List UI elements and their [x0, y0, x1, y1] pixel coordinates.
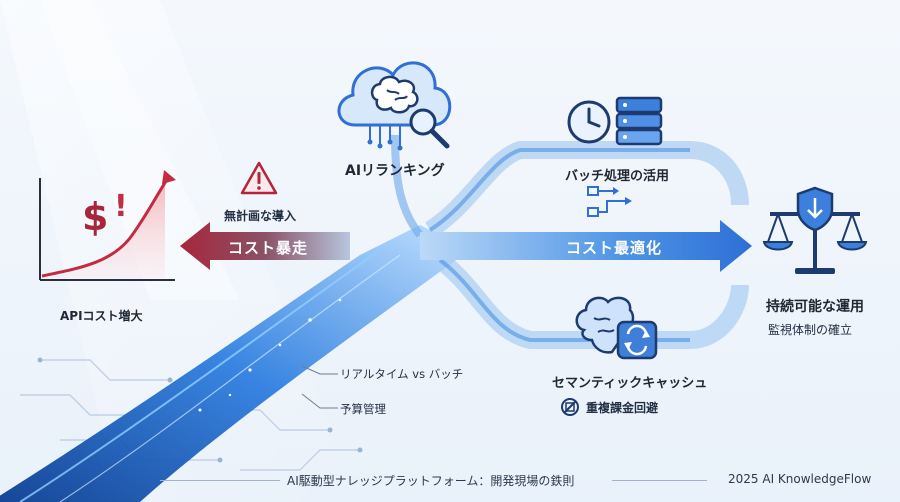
cost-increase-chart-icon: $ ! [39, 170, 176, 281]
dedup-label: 重複課金回避 [586, 401, 659, 415]
warning-label: 無計画な導入 [224, 209, 297, 223]
cost-optimization-label: コスト最適化 [566, 239, 663, 257]
footer-rule-right [612, 480, 707, 481]
api-cost-label: APIコスト増大 [60, 309, 143, 323]
balance-scale-shield-icon [762, 186, 868, 274]
footer-caption: AI駆動型ナレッジプラットフォーム：開発現場の鉄則 [287, 474, 575, 488]
budget-label: 予算管理 [340, 402, 386, 416]
realtime-vs-batch-label: リアルタイム vs バッチ [340, 367, 464, 381]
workflow-icon [587, 186, 632, 217]
left-arrow-shape [180, 222, 350, 270]
svg-text:$: $ [82, 195, 108, 239]
top-node-title: AIリランキング [345, 163, 445, 179]
footer-brand: 2025 AI KnowledgeFlow [728, 472, 872, 486]
right-arrow-shape [420, 220, 752, 272]
no-duplicate-icon [561, 398, 579, 416]
svg-text:!: ! [114, 189, 128, 224]
clock-server-icon [567, 96, 663, 146]
result-subtitle: 監視体制の確立 [768, 323, 853, 337]
cost-runaway-label: コスト暴走 [228, 239, 309, 257]
result-title: 持続可能な運用 [766, 299, 864, 315]
semantic-cache-label: セマンティックキャッシュ [552, 376, 708, 391]
pointer-lines [301, 365, 338, 409]
batch-label: バッチ処理の活用 [565, 169, 670, 184]
footer-rule-left [160, 480, 280, 481]
warning-icon [240, 161, 278, 195]
brain-cloud-search-icon [337, 61, 452, 151]
brain-cache-icon [575, 296, 658, 360]
